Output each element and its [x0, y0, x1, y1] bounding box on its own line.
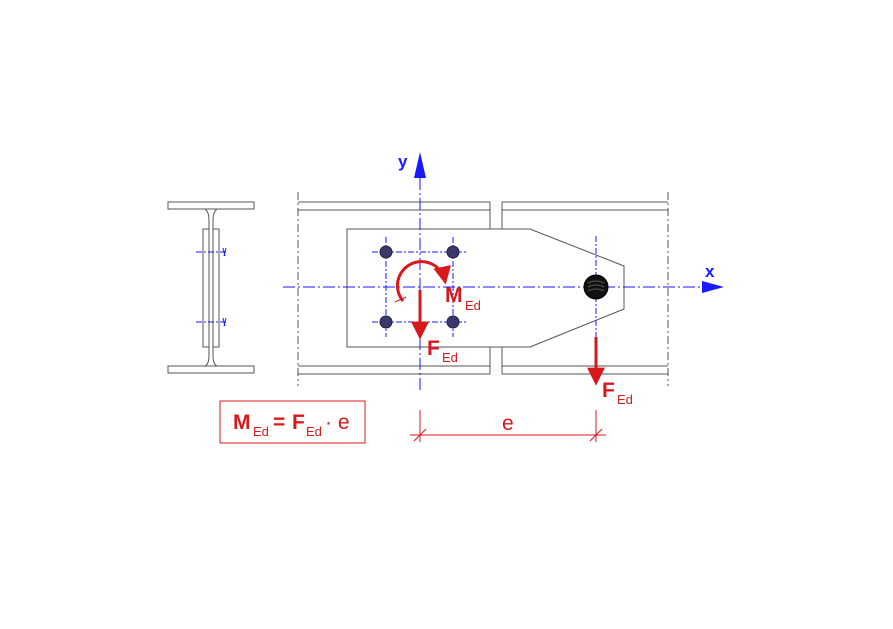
dim-tick-left	[413, 428, 427, 442]
section-bolt-tick-bottom	[222, 317, 227, 327]
moment-arc	[395, 260, 452, 302]
web-right-edge	[212, 208, 218, 367]
formula-f-sub: Ed	[306, 424, 322, 439]
moment-label-sub: Ed	[465, 298, 481, 313]
section-bolt-tick-top	[222, 247, 227, 257]
plate-section-right	[212, 228, 220, 348]
top-flange	[167, 201, 255, 210]
x-axis-label: x	[705, 262, 715, 281]
force-label-main: F	[427, 337, 440, 360]
bolt-group	[379, 245, 460, 329]
moment-arrow	[394, 260, 452, 303]
y-axis-label: y	[398, 152, 408, 171]
beam-plan-view	[298, 201, 668, 375]
x-axis-arrowhead	[702, 281, 724, 293]
plate-section-left	[202, 228, 210, 348]
bolt-top-left	[379, 245, 393, 259]
formula-equals: =	[273, 411, 285, 434]
load-label: F Ed	[602, 379, 633, 407]
gusset-plate-outline	[346, 228, 625, 348]
formula-f-main: F	[292, 411, 305, 434]
pin-circle	[583, 274, 609, 300]
bolt-bottom-right	[446, 315, 460, 329]
formula-m-main: M	[233, 411, 251, 434]
dim-tick-right	[589, 428, 603, 442]
pin-thread-marks	[587, 280, 605, 292]
beam-cross-section	[167, 201, 255, 374]
load-label-sub: Ed	[617, 392, 633, 407]
force-label-sub: Ed	[442, 350, 458, 365]
bottom-flange	[167, 365, 255, 374]
force-label: F Ed	[427, 337, 458, 365]
gusset-plate	[346, 228, 625, 348]
moment-label: M Ed	[445, 284, 481, 313]
web-left-edge	[204, 208, 210, 367]
formula-box: M Ed = F Ed · e	[219, 400, 366, 444]
moment-arc-tail	[394, 296, 407, 303]
formula-times-e: · e	[325, 411, 350, 434]
y-axis-arrowhead	[414, 152, 426, 178]
break-lines	[297, 192, 669, 386]
section-bolt-marks	[196, 247, 228, 327]
pin	[583, 274, 609, 300]
bolt-top-right	[446, 245, 460, 259]
bolt-bottom-left	[379, 315, 393, 329]
moment-label-main: M	[445, 284, 463, 307]
formula-frame	[219, 400, 366, 444]
formula-m-sub: Ed	[253, 424, 269, 439]
load-label-main: F	[602, 379, 615, 402]
eccentricity-dimension	[410, 410, 606, 442]
eccentricity-label: e	[502, 412, 514, 435]
